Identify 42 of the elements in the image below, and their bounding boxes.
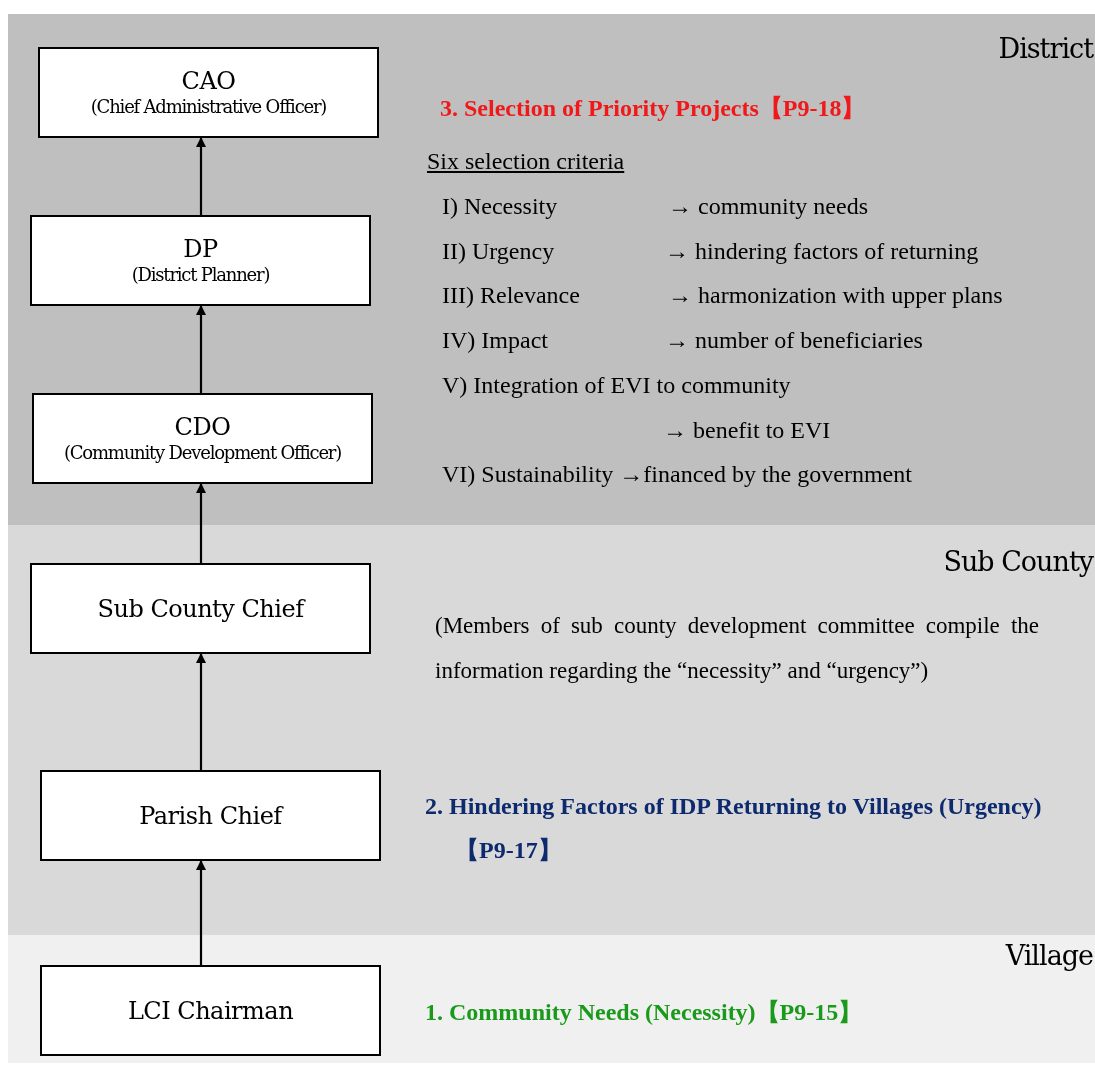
level-heading: Village <box>1005 940 1093 971</box>
criterion-name: V) Integration of EVI to community <box>442 370 791 400</box>
role-box <box>30 563 371 654</box>
role-box <box>32 393 373 484</box>
note-text: (Members of sub county development committee compile the information regarding the “necessity” and “urgency”) <box>435 612 1039 685</box>
arrow <box>196 653 206 770</box>
role-box <box>40 770 381 861</box>
role-subtitle: (Chief Administrative Officer) <box>90 94 327 119</box>
role-title: Sub County Chief <box>97 594 304 623</box>
role-subtitle: (Community Development Officer) <box>63 440 342 465</box>
role-box <box>38 47 379 138</box>
arrow <box>196 860 206 965</box>
criterion-name: I) Necessity <box>442 192 558 221</box>
criterion-name: II) Urgency <box>442 236 555 266</box>
criterion-note: → hindering factors of returning <box>665 236 979 266</box>
level-heading: Sub County <box>943 546 1093 577</box>
criterion-name: IV) Impact <box>442 326 548 356</box>
role-title: CDO <box>174 412 231 441</box>
role-box <box>40 965 381 1056</box>
level-band <box>8 935 1095 1063</box>
criterion-note: → benefit to EVI <box>663 415 831 445</box>
arrow <box>196 305 206 393</box>
level-band <box>8 525 1095 935</box>
section-title: 1. Community Needs (Necessity)【P9-15】 <box>425 998 863 1027</box>
criterion-note: → community needs <box>668 192 868 221</box>
role-box <box>30 215 371 306</box>
section-title: 2. Hindering Factors of IDP Returning to Villages (Urgency)【P9-17】 <box>425 792 1043 865</box>
criterion-note: → number of beneficiaries <box>665 326 923 356</box>
arrow <box>196 137 206 215</box>
criteria-heading: Six selection criteria <box>427 147 625 176</box>
role-title: CAO <box>181 66 236 95</box>
criterion-name: III) Relevance <box>442 281 580 311</box>
arrow <box>196 483 206 563</box>
role-subtitle: (District Planner) <box>131 262 270 287</box>
role-title: DP <box>183 234 218 263</box>
level-band <box>8 14 1095 525</box>
criterion-note: → harmonization with upper plans <box>668 281 1003 311</box>
level-heading: District <box>998 33 1093 64</box>
section-title: 3. Selection of Priority Projects【P9-18】 <box>440 94 866 123</box>
role-title: Parish Chief <box>139 801 282 830</box>
role-title: LCI Chairman <box>127 996 294 1025</box>
criterion-name: VI) Sustainability →financed by the government <box>442 460 912 490</box>
